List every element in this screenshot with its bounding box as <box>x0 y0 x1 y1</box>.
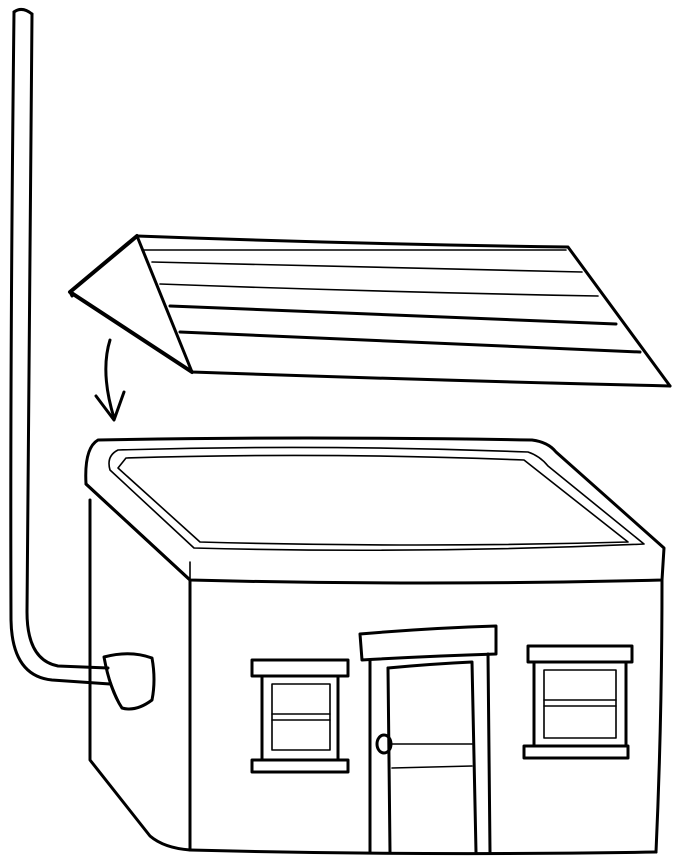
detached-roof <box>70 236 670 386</box>
front-door <box>360 626 496 852</box>
arrow-roof-to-house <box>96 340 124 420</box>
window-left <box>252 660 348 772</box>
window-right <box>524 646 632 758</box>
wall-box <box>104 654 154 709</box>
cable-pipe <box>11 9 110 684</box>
